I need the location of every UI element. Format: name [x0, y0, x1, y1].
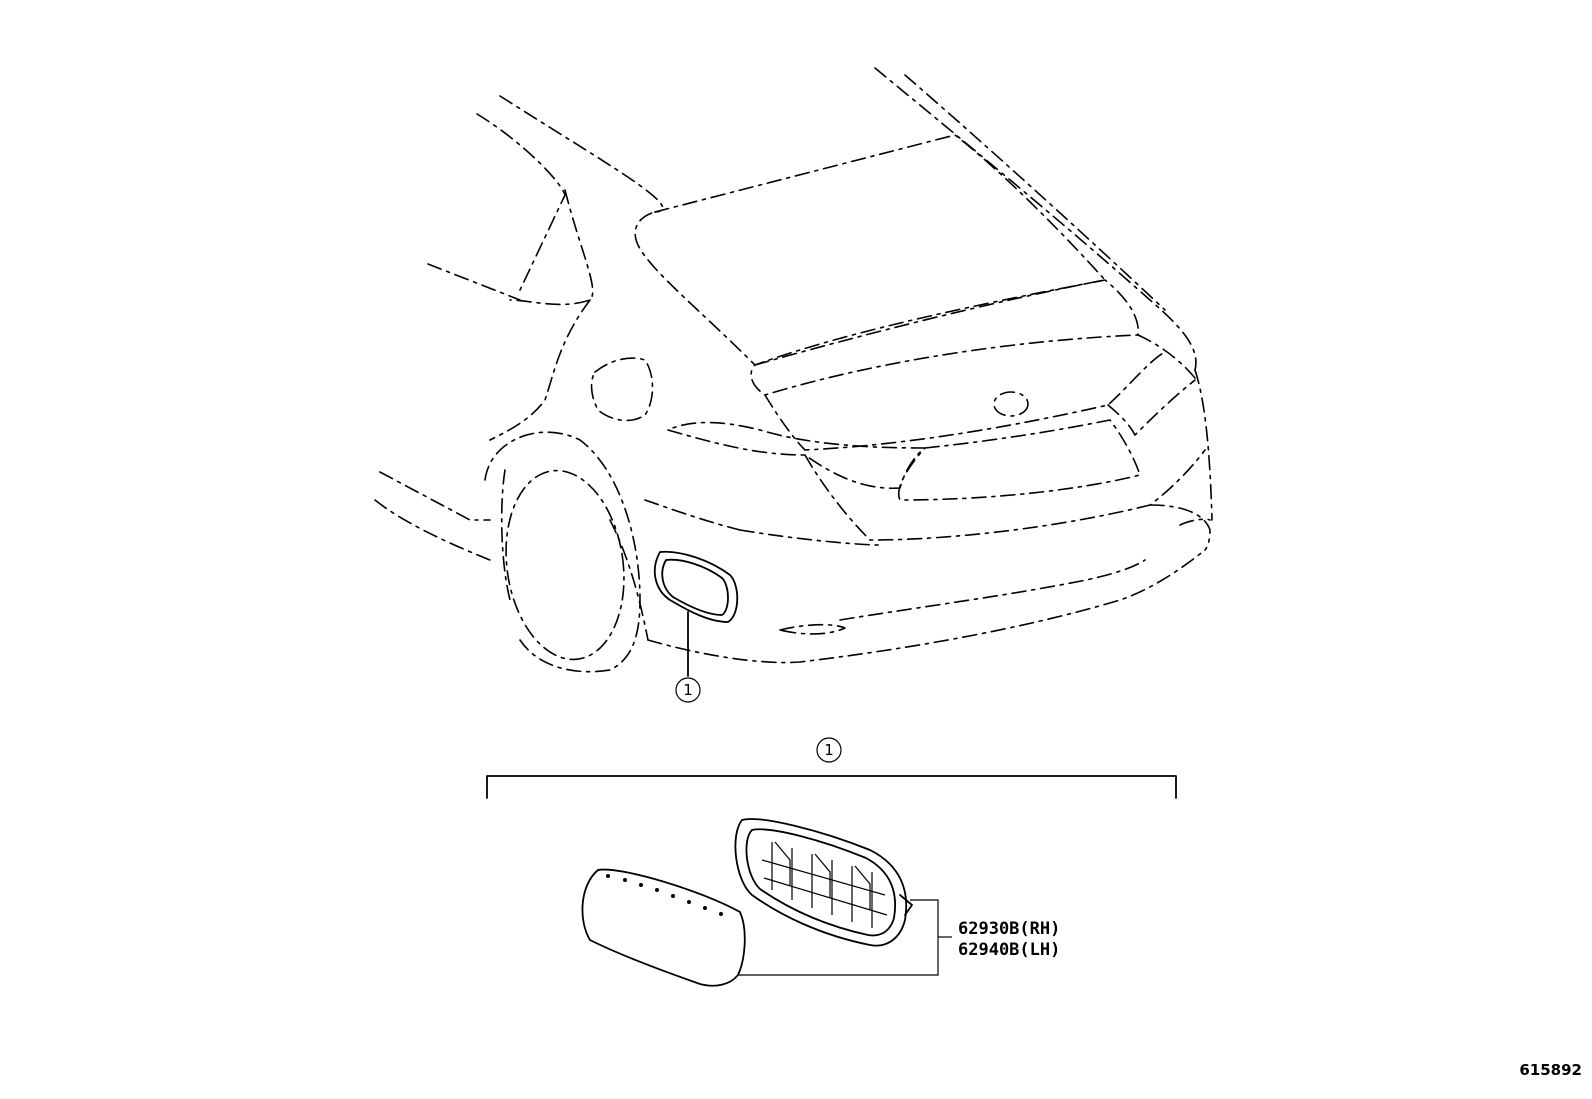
trunk-corner: [1137, 334, 1196, 379]
tail-light-right: [1107, 379, 1196, 436]
quarter-panel-line: [489, 299, 591, 441]
part-number-labels: 62930B(RH) 62940B(LH): [958, 919, 1060, 960]
duct-frame-inner: [745, 828, 896, 937]
bumper-crease: [839, 559, 1146, 621]
callout-circle-top: [675, 677, 701, 703]
duct-outline-inner: [661, 558, 729, 616]
side-window-line: [427, 263, 521, 301]
fuel-door: [590, 357, 654, 422]
part-number-rh[interactable]: 62930B(RH): [958, 919, 1060, 939]
roof-edge-right-inner: [904, 74, 1166, 311]
bumper-right-side: [1194, 369, 1213, 521]
bumper-mid: [739, 504, 1211, 551]
side-sill: [379, 471, 491, 521]
trunk-lid-top: [750, 279, 1140, 396]
bumper-reflector-left: [779, 623, 846, 635]
wheel-arch: [484, 431, 641, 673]
duct-frame-outer: [734, 818, 908, 947]
bumper-bottom: [647, 549, 1206, 664]
exploded-parts: [581, 818, 952, 987]
duct-outline-outer: [653, 550, 739, 623]
roof-line-upper: [499, 95, 664, 213]
rear-door-frame: [476, 113, 566, 291]
callout-number-assembly: 1: [824, 741, 834, 759]
callout-number-top: 1: [683, 681, 693, 699]
figure-id: 615892: [1519, 1061, 1582, 1079]
trunk-lower-panel: [898, 419, 1141, 501]
callout-circle-assembly: [816, 737, 842, 763]
part-number-lh[interactable]: 62940B(LH): [958, 940, 1060, 960]
bumper-reflector-right: [1179, 518, 1211, 526]
rear-emblem: [993, 391, 1029, 417]
rear-wheel: [505, 469, 625, 661]
wheel-arch-inner: [500, 469, 511, 601]
bumper-upper-left: [644, 499, 741, 531]
c-pillar: [509, 189, 594, 306]
bumper-corner-left: [609, 519, 649, 641]
rear-window: [634, 134, 1106, 366]
assembly-bracket: 1: [486, 737, 1177, 799]
tail-light-left: [667, 421, 926, 490]
license-recess: [804, 449, 1206, 541]
bracket-line: [486, 775, 1177, 799]
duct-location-on-car: 1: [653, 550, 739, 703]
duct-tab: [899, 894, 913, 916]
car-rear-outline: [374, 67, 1213, 673]
trunk-lid-edge: [764, 351, 1166, 451]
side-sill-lower: [374, 499, 491, 561]
cover-clip-dots: [606, 874, 723, 916]
duct-grille-vanes: [761, 841, 888, 928]
roof-edge-right: [874, 67, 1197, 371]
duct-cover-panel: [581, 868, 746, 987]
